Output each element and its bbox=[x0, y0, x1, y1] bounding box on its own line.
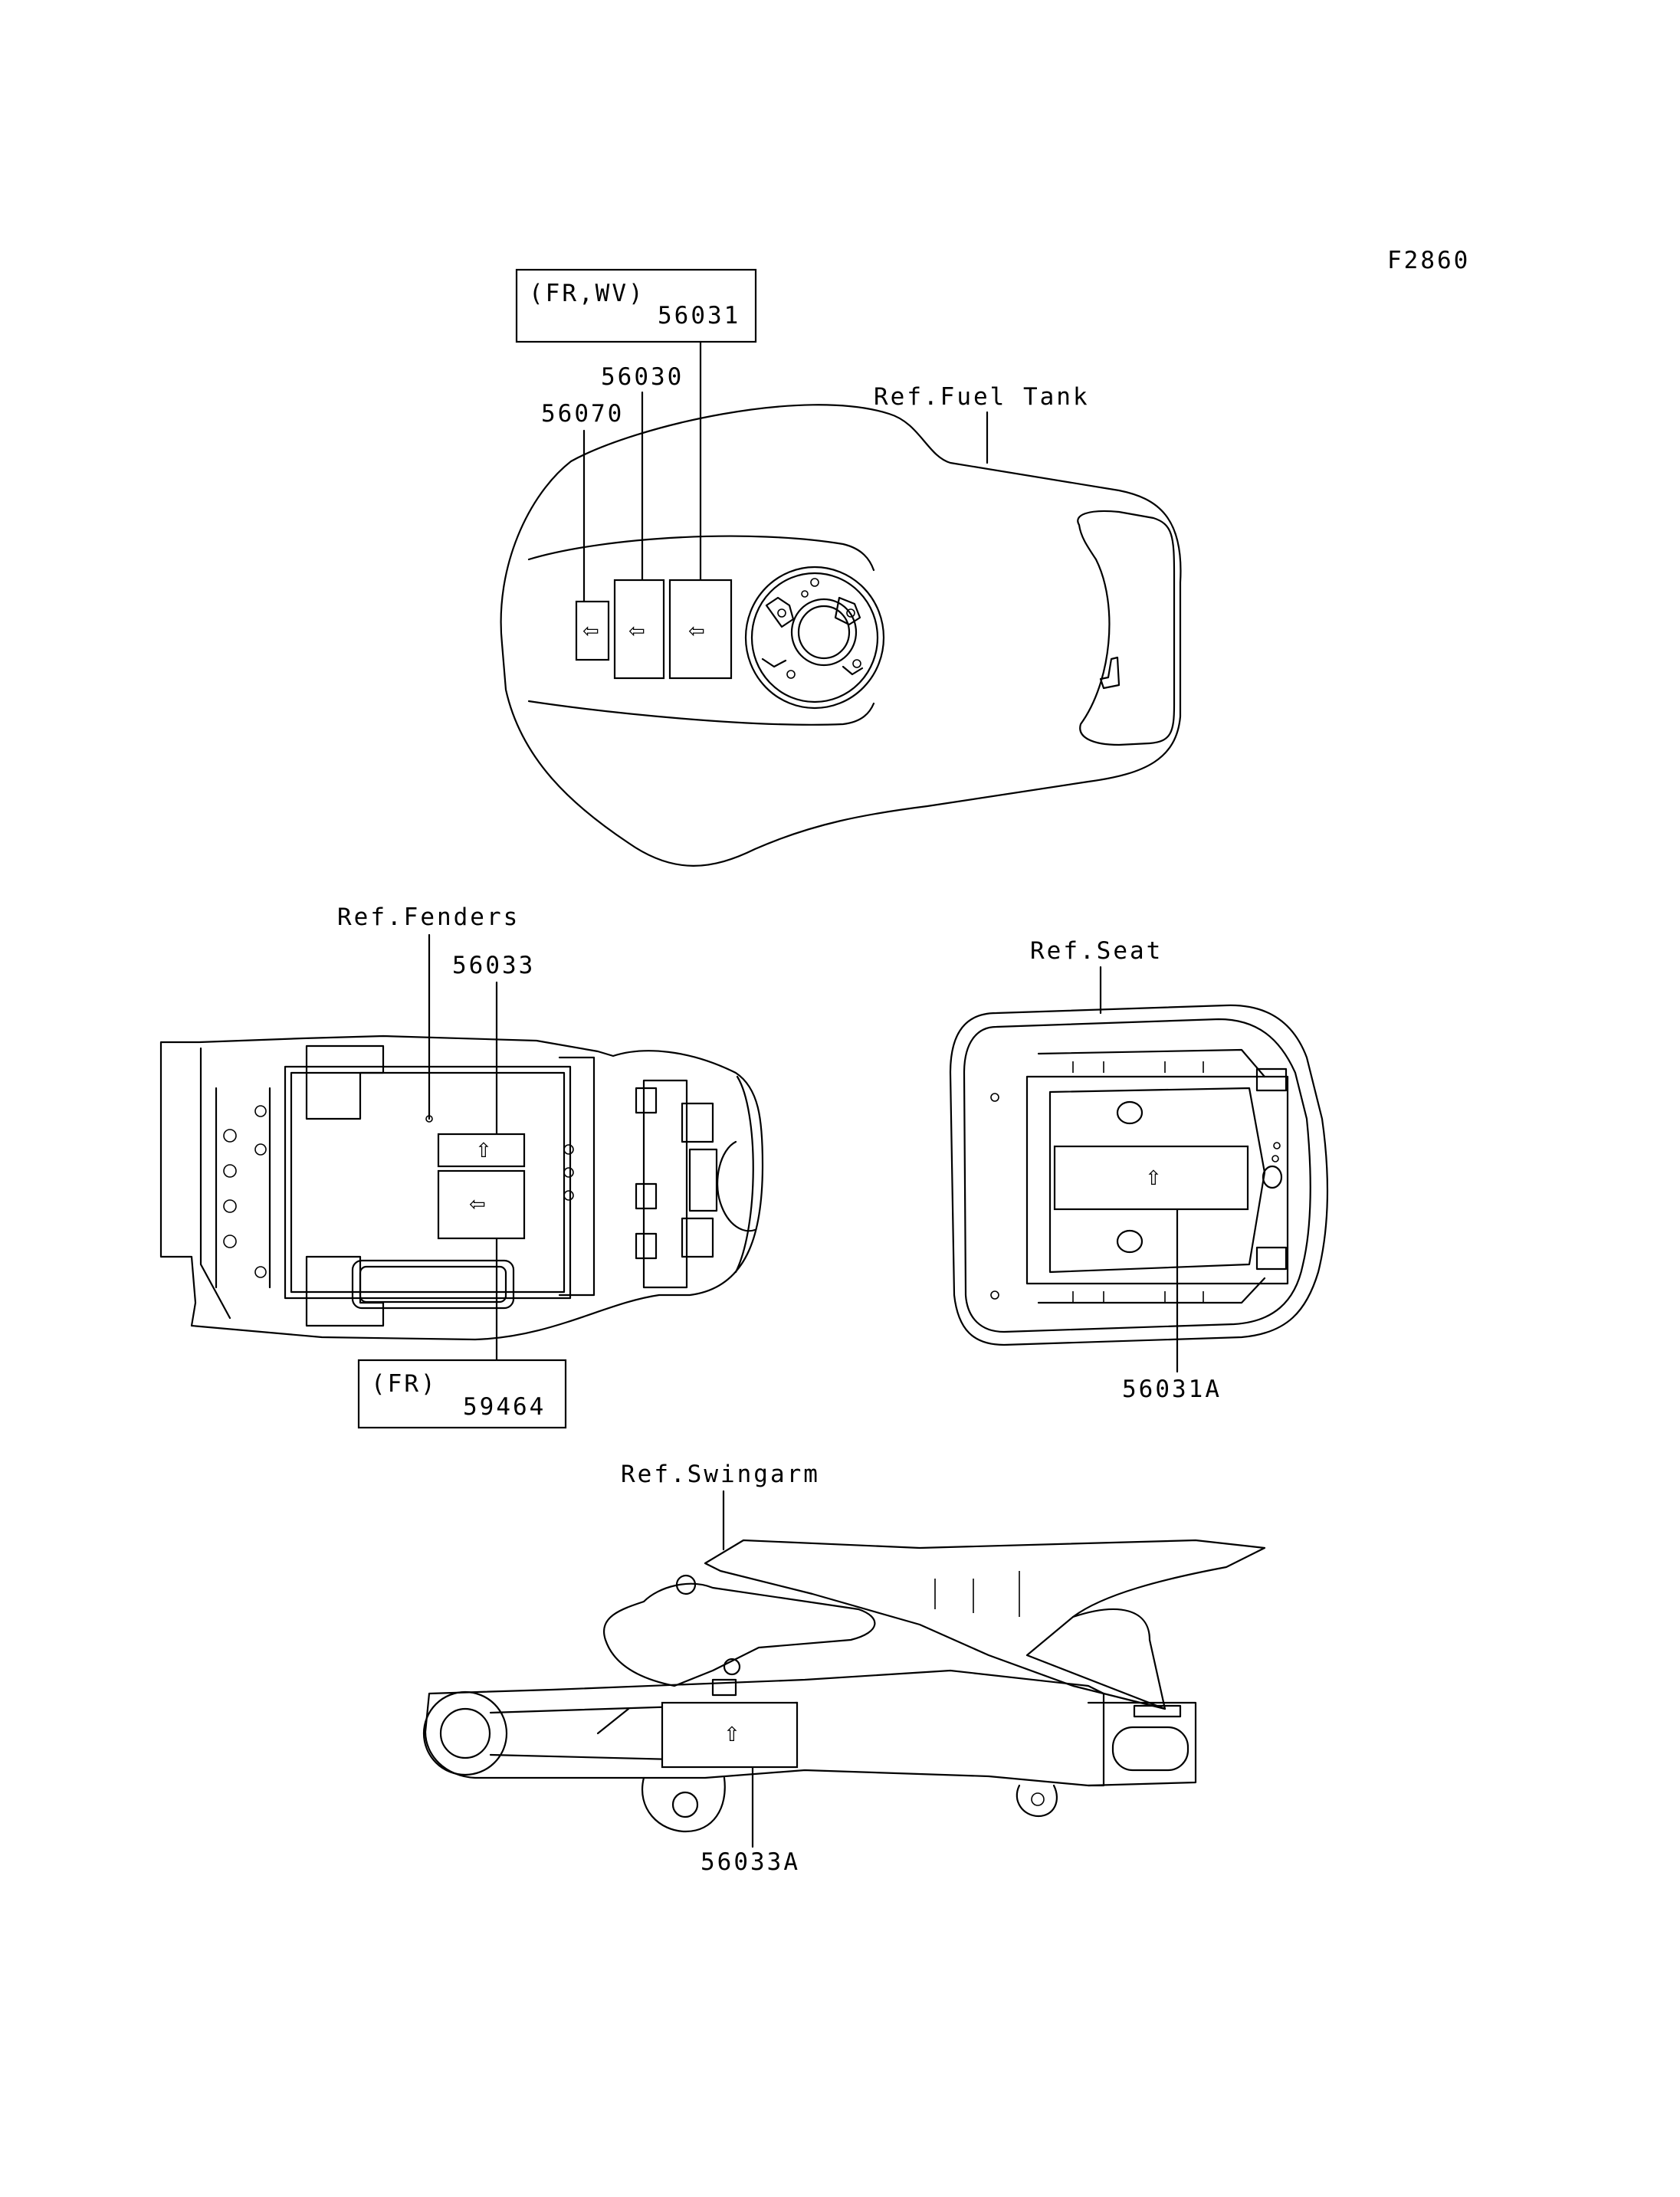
label-56033-arrow: ⇧ bbox=[475, 1139, 492, 1162]
seat-top-rail bbox=[1037, 1048, 1266, 1078]
fenders-group: Ref.Fenders 56033 bbox=[159, 903, 764, 1429]
fender-tail-assembly bbox=[635, 1079, 718, 1289]
fuel-tank-rear-recess bbox=[1077, 510, 1176, 746]
label-56030 bbox=[613, 579, 665, 680]
swingarm-lower-bracket bbox=[641, 1776, 726, 1833]
ref-fuel-tank-label: Ref.Fuel Tank bbox=[874, 383, 1090, 411]
fender-inner-tray-lip bbox=[290, 1071, 566, 1294]
fr-wv-group-label: (FR,WV) bbox=[529, 280, 645, 307]
fuel-tank-lower-contour bbox=[527, 700, 875, 726]
swingarm-guard-curve bbox=[1071, 1608, 1166, 1710]
seat-tab-top bbox=[1255, 1067, 1288, 1092]
fender-bracket-top-left bbox=[305, 1044, 385, 1120]
figure-code: F2860 bbox=[1387, 247, 1470, 274]
fuel-cap bbox=[744, 566, 885, 710]
fuel-tank-upper-contour bbox=[527, 535, 875, 572]
part-56070-label: 56070 bbox=[541, 400, 624, 428]
fuel-tank-outline bbox=[500, 404, 1182, 867]
label-59464-arrow: ⇦ bbox=[469, 1193, 486, 1216]
fr-group-box bbox=[357, 1359, 567, 1429]
fender-outline bbox=[159, 1035, 764, 1341]
seat-pan-center bbox=[1048, 1087, 1266, 1274]
seat-tab-bottom bbox=[1255, 1246, 1288, 1271]
fuel-tank-hook bbox=[1099, 656, 1121, 690]
label-59464 bbox=[437, 1169, 526, 1240]
fender-left-rail bbox=[215, 1087, 271, 1289]
part-56030-label: 56030 bbox=[601, 363, 684, 391]
seat-latch-hole bbox=[1262, 1165, 1283, 1189]
label-56031A-arrow: ⇧ bbox=[1145, 1167, 1162, 1190]
label-56031 bbox=[668, 579, 733, 680]
fr-wv-group-box bbox=[515, 268, 757, 343]
swingarm-axle-slot bbox=[1111, 1726, 1189, 1772]
seat-clips bbox=[1072, 1061, 1204, 1303]
seat-outline bbox=[949, 1004, 1329, 1346]
fr-group-label: (FR) bbox=[371, 1370, 438, 1398]
label-56033 bbox=[437, 1133, 526, 1168]
part-59464-label: 59464 bbox=[463, 1393, 546, 1421]
fender-rail-right bbox=[558, 1056, 596, 1297]
swingarm-arm-bevel bbox=[596, 1707, 630, 1735]
ref-swingarm-label: Ref.Swingarm bbox=[621, 1461, 820, 1488]
fender-rear-notch bbox=[717, 1140, 756, 1232]
swingarm-axle-end bbox=[1087, 1701, 1197, 1787]
part-56031-label: 56031 bbox=[658, 302, 740, 330]
swingarm-main-arm bbox=[424, 1669, 1105, 1787]
fender-left-edge bbox=[199, 1047, 231, 1320]
label-56031A bbox=[1053, 1145, 1249, 1211]
label-56070 bbox=[575, 600, 610, 661]
seat-hole-top bbox=[1116, 1100, 1144, 1125]
seat-group: Ref.Seat 56031A ⇧ bbox=[949, 937, 1329, 1403]
swingarm-pivot-eye-inner bbox=[439, 1707, 491, 1759]
fender-rear-edge bbox=[734, 1075, 754, 1274]
label-56030-arrow: ⇦ bbox=[628, 620, 645, 643]
part-56033-label: 56033 bbox=[452, 952, 535, 979]
seat-hole-bottom bbox=[1116, 1229, 1144, 1254]
fender-battery-box bbox=[351, 1259, 515, 1310]
swingarm-group: Ref.Swingarm 56033A ⇧ bbox=[422, 1461, 1266, 1876]
seat-inner-edge bbox=[963, 1018, 1311, 1333]
swingarm-rear-bracket bbox=[1016, 1784, 1058, 1818]
label-56031-arrow: ⇦ bbox=[688, 620, 705, 643]
swingarm-chain-guard bbox=[704, 1539, 1266, 1710]
swingarm-pivot-eye-outer bbox=[422, 1690, 508, 1776]
seat-pan-frame bbox=[1025, 1075, 1289, 1285]
part-56031A-label: 56031A bbox=[1122, 1376, 1222, 1403]
fuel-tank-group: (FR,WV) 56031 56030 56070 Ref.Fuel Tank bbox=[500, 268, 1182, 867]
swingarm-pivot-body bbox=[603, 1582, 876, 1687]
ref-fenders-label: Ref.Fenders bbox=[337, 903, 520, 931]
label-56033A-arrow: ⇧ bbox=[724, 1723, 740, 1746]
label-56070-arrow: ⇦ bbox=[582, 620, 599, 643]
seat-bottom-rail bbox=[1037, 1277, 1266, 1304]
part-56033A-label: 56033A bbox=[701, 1848, 800, 1876]
label-56033A bbox=[661, 1701, 799, 1769]
ref-seat-label: Ref.Seat bbox=[1030, 937, 1163, 965]
fender-inner-tray bbox=[284, 1065, 572, 1300]
